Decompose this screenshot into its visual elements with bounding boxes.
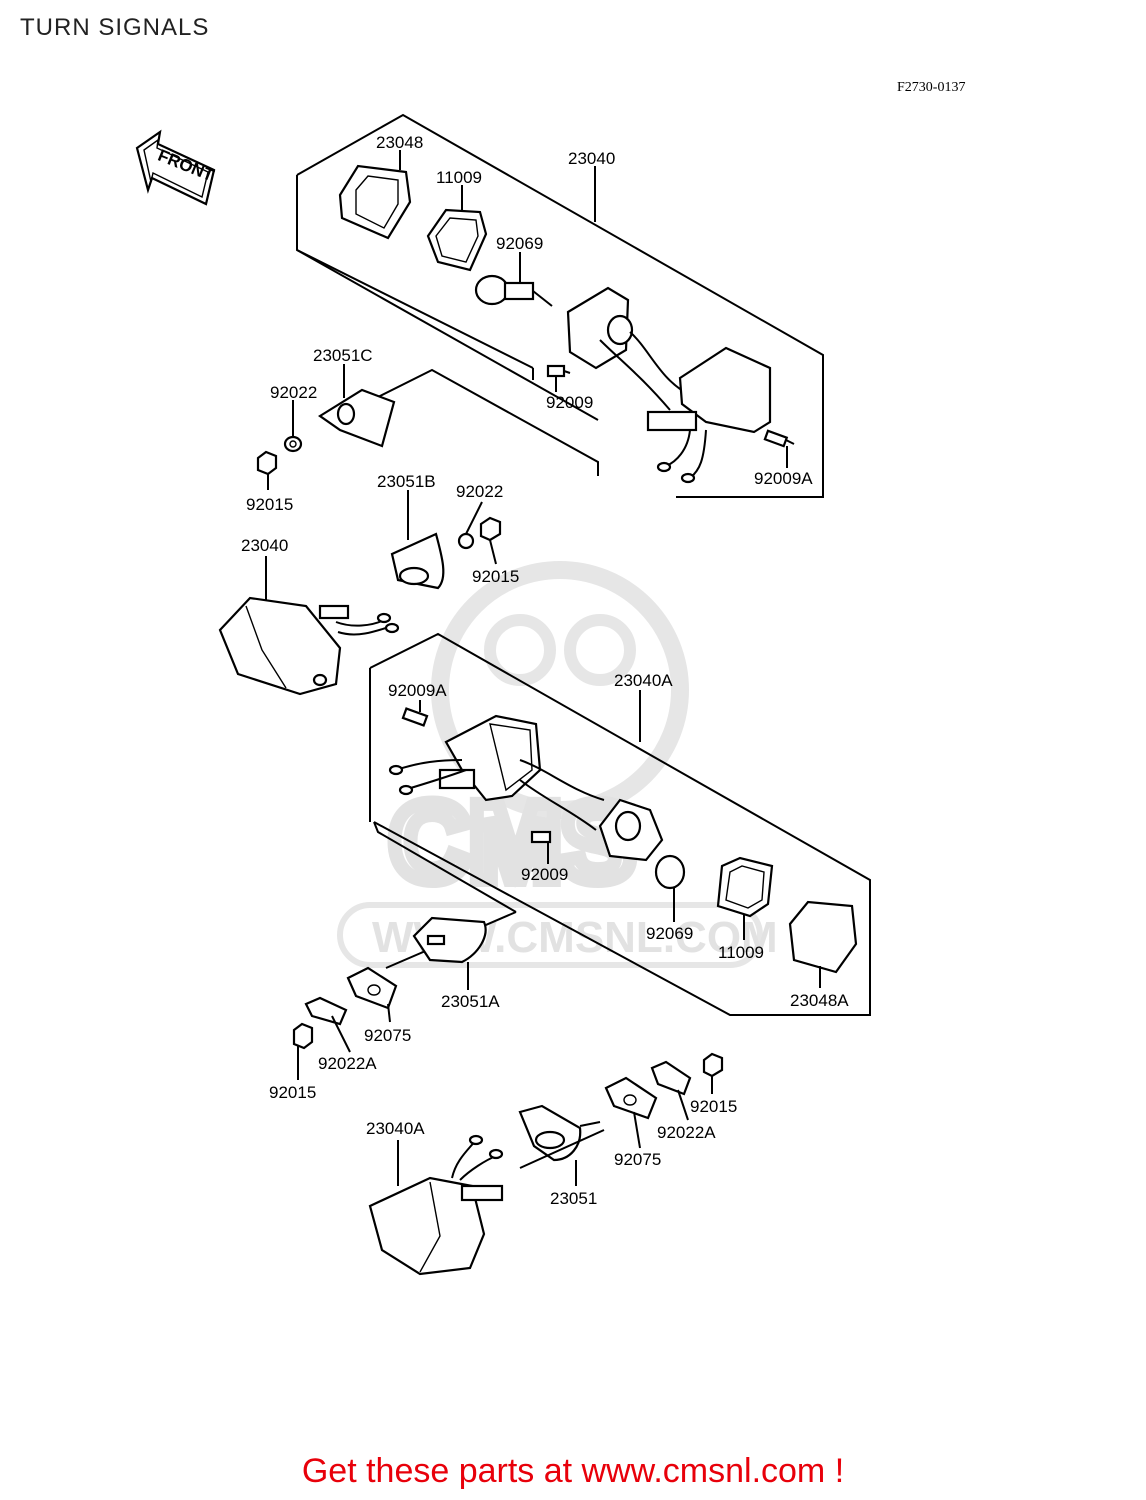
bracket-23051B xyxy=(390,532,445,590)
callout-92009-top: 92009 xyxy=(546,393,593,412)
assembly-box-23040A xyxy=(369,632,871,1016)
nut-92015-mid xyxy=(479,516,502,542)
leader-lines xyxy=(265,150,821,1186)
lens-23048A xyxy=(788,900,858,974)
screw-92009-top xyxy=(546,364,571,378)
callout-92015-low: 92015 xyxy=(269,1083,316,1102)
washer-92022A-right xyxy=(650,1060,692,1096)
callout-92015-top: 92015 xyxy=(246,495,293,514)
screw-92009-mid xyxy=(530,830,552,844)
bulb-92069-top xyxy=(474,274,553,307)
signal-23040A-bottom xyxy=(368,1134,504,1276)
callout-23040A-box: 23040A xyxy=(614,671,673,690)
callout-labels: 23048 23040 11009 92069 23051C 92022 920… xyxy=(241,133,849,1208)
callout-23040-top: 23040 xyxy=(568,149,615,168)
callout-11009-top: 11009 xyxy=(436,168,482,187)
callout-11009-mid: 11009 xyxy=(718,943,764,962)
callout-23048A: 23048A xyxy=(790,991,849,1010)
callout-92009A-top: 92009A xyxy=(754,469,813,488)
callout-92069-mid: 92069 xyxy=(646,924,693,943)
callout-92009-mid: 92009 xyxy=(521,865,568,884)
bracket-23051A xyxy=(373,821,517,969)
signal-23040-left xyxy=(218,596,400,696)
grommet-92075-mid xyxy=(346,966,398,1010)
bracket-23051C xyxy=(318,368,599,476)
nut-92015-top xyxy=(256,450,278,476)
screw-92009A-top xyxy=(763,429,795,448)
screw-92009A-mid xyxy=(401,707,429,727)
signal-body-top xyxy=(646,346,772,484)
callout-92022-mid: 92022 xyxy=(456,482,503,501)
gasket-11009-top xyxy=(426,208,488,272)
callout-23048: 23048 xyxy=(376,133,423,152)
callout-92009A-mid: 92009A xyxy=(388,681,447,700)
nut-92015-low xyxy=(292,1022,314,1050)
page-title: TURN SIGNALS xyxy=(20,14,210,41)
nut-92015-right xyxy=(702,1052,724,1078)
callout-92075-right: 92075 xyxy=(614,1150,661,1169)
bracket-23051 xyxy=(518,1104,605,1169)
front-arrow-icon: FRONT xyxy=(135,129,217,206)
callout-92022A-right: 92022A xyxy=(657,1123,716,1142)
signal-body-mid xyxy=(388,714,605,831)
bulb-92069-mid xyxy=(654,854,686,890)
callout-23040-left: 23040 xyxy=(241,536,288,555)
callout-92022A-mid: 92022A xyxy=(318,1054,377,1073)
callout-92015-mid: 92015 xyxy=(472,567,519,586)
washer-92022A-mid xyxy=(304,996,348,1026)
callout-23051C: 23051C xyxy=(313,346,373,365)
callout-92015-right: 92015 xyxy=(690,1097,737,1116)
housing-base-mid xyxy=(598,798,664,862)
callout-92069-top: 92069 xyxy=(496,234,543,253)
assembly-box-23040 xyxy=(296,113,824,498)
promo-link[interactable]: Get these parts at www.cmsnl.com ! xyxy=(301,1452,845,1490)
watermark-logo: CMS xyxy=(390,781,634,904)
callout-23040A-bottom: 23040A xyxy=(366,1119,425,1138)
gasket-11009-mid xyxy=(716,856,774,918)
grommet-92075-right xyxy=(604,1076,658,1120)
washer-92022-top xyxy=(283,435,303,453)
parts-diagram: CMS WWW.CMSNL.COM FRONT xyxy=(135,113,871,1276)
figure-code: F2730-0137 xyxy=(897,80,966,95)
callout-23051: 23051 xyxy=(550,1189,597,1208)
callout-23051A: 23051A xyxy=(441,992,500,1011)
callout-92022-top: 92022 xyxy=(270,383,317,402)
callout-92075-mid: 92075 xyxy=(364,1026,411,1045)
lens-23048 xyxy=(338,164,412,240)
washer-92022-mid xyxy=(457,532,475,550)
housing-base-top xyxy=(566,286,691,411)
callout-23051B: 23051B xyxy=(377,472,436,491)
